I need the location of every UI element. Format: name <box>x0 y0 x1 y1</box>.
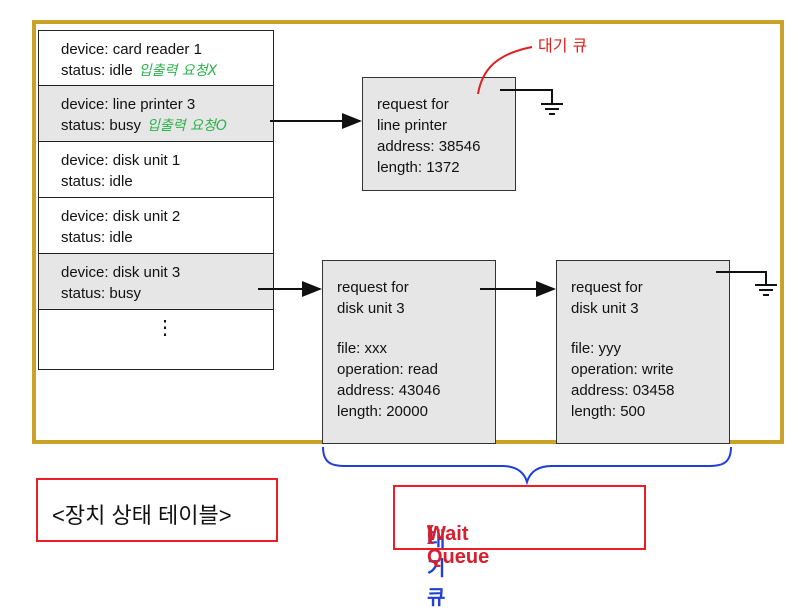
device-status: status: busy <box>61 285 142 302</box>
request-device: disk unit 3 <box>337 300 405 317</box>
request-device: line printer <box>377 117 448 134</box>
request-file: file: yyy <box>571 340 622 357</box>
request-title: request for <box>377 96 449 113</box>
device-table-label-box: <장치 상태 테이블> <box>36 478 278 542</box>
null-ground-icon <box>500 89 563 115</box>
request-length: length: 500 <box>571 403 646 420</box>
request-operation: operation: write <box>571 361 674 378</box>
device-status: status: idle <box>61 173 133 190</box>
device-name: device: line printer 3 <box>61 96 196 113</box>
device-row: device: disk unit 3 status: busy <box>38 254 274 310</box>
request-address: address: 38546 <box>377 138 481 155</box>
request-address: address: 43046 <box>337 382 441 399</box>
device-status: status: idle <box>61 229 133 246</box>
device-row: device: disk unit 2 status: idle <box>38 198 274 254</box>
red-pointer-curve <box>477 46 533 95</box>
null-ground-icon <box>716 271 777 296</box>
request-title: request for <box>571 279 643 296</box>
handwritten-note: 입출력 요청X <box>138 63 218 79</box>
wait-queue-note: 대기 큐 <box>538 36 588 55</box>
device-name: device: card reader 1 <box>61 41 202 58</box>
device-row-ellipsis: ⋮ <box>38 310 274 370</box>
request-operation: operation: read <box>337 361 438 378</box>
handwritten-note: 입출력 요청O <box>147 118 227 134</box>
request-address: address: 03458 <box>571 382 675 399</box>
disk-request-box: request for disk unit 3 file: xxx operat… <box>322 260 496 444</box>
request-title: request for <box>337 279 409 296</box>
request-file: file: xxx <box>337 340 388 357</box>
ellipsis: ⋮ <box>155 317 175 339</box>
request-length: length: 20000 <box>337 403 428 420</box>
wait-queue-label-box: 대기 큐(Wait Queue) <box>393 485 646 609</box>
request-length: length: 1372 <box>377 159 460 176</box>
printer-request-box: request for line printer address: 38546 … <box>362 77 516 191</box>
device-name: device: disk unit 2 <box>61 208 181 225</box>
disk-request-box: request for disk unit 3 file: yyy operat… <box>556 260 730 444</box>
device-name: device: disk unit 3 <box>61 264 181 281</box>
connector-layer <box>258 46 777 486</box>
device-table-label: <장치 상태 테이블> <box>52 503 232 528</box>
device-row: device: disk unit 1 status: idle <box>38 142 274 198</box>
request-device: disk unit 3 <box>571 300 639 317</box>
queue-brace <box>322 446 732 486</box>
device-name: device: disk unit 1 <box>61 152 181 169</box>
